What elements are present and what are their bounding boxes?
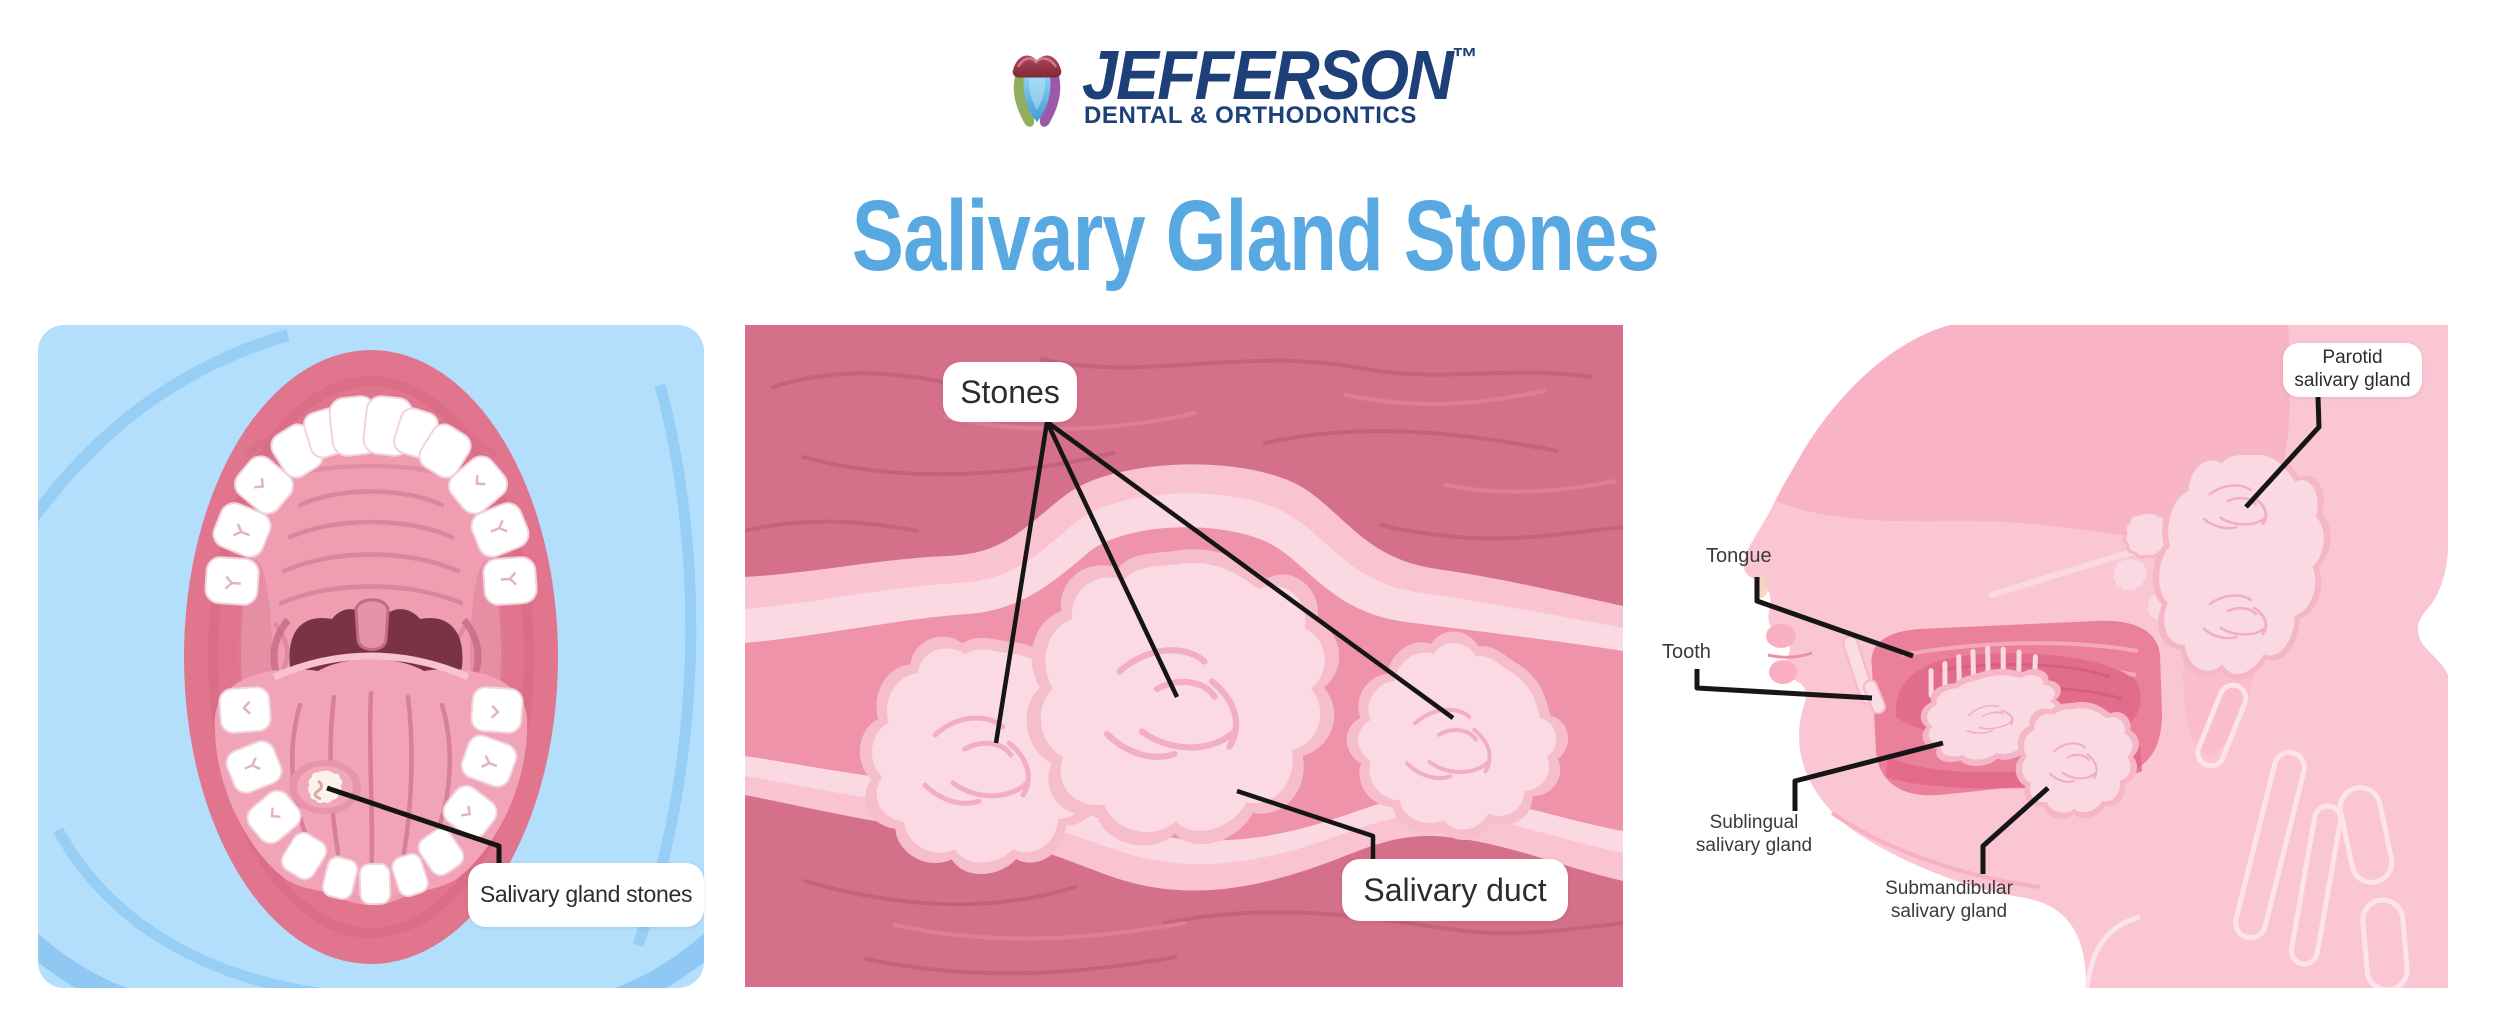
brand-name: JEFFERSON xyxy=(1082,36,1454,114)
tooth-logo-icon xyxy=(1012,55,1062,127)
panel-head-view: Parotid salivary gland Tongue Tooth Subl… xyxy=(1640,325,2511,988)
brand-trademark: ™ xyxy=(1452,42,1478,72)
sublingual-gland xyxy=(1911,645,2073,777)
brand-tagline: DENTAL & ORTHODONTICS xyxy=(1084,102,1418,129)
lower-teeth xyxy=(218,686,524,906)
panel-duct-view: Stones Salivary duct xyxy=(745,325,1623,988)
callout-parotid-gland: Parotid salivary gland xyxy=(2283,343,2422,397)
callout-salivary-gland-stones: Salivary gland stones xyxy=(468,863,704,927)
throat-structures xyxy=(2084,682,2410,988)
label-sublingual-gland: Sublingual salivary gland xyxy=(1695,812,1813,857)
pointer-lines xyxy=(1694,396,2322,874)
pointer-line-stone xyxy=(326,785,502,867)
label-tooth: Tooth xyxy=(1662,641,1711,663)
head-profile-illustration xyxy=(1694,325,2448,988)
panel-mouth-view: Salivary gland stones xyxy=(38,325,704,988)
uvula xyxy=(354,598,390,651)
upper-teeth xyxy=(204,395,538,606)
salivary-stone xyxy=(289,760,361,814)
callout-salivary-duct: Salivary duct xyxy=(1342,859,1568,921)
tissue-texture xyxy=(745,357,1623,976)
open-mouth-illustration xyxy=(38,325,704,988)
label-tongue: Tongue xyxy=(1706,545,1772,567)
callout-stones: Stones xyxy=(943,362,1077,422)
page-title: Salivary Gland Stones xyxy=(851,180,1660,292)
hair-shading xyxy=(1776,325,2290,541)
mouth xyxy=(184,350,558,964)
label-submandibular-gland: Submandibular salivary gland xyxy=(1885,878,2013,923)
parotid-gland xyxy=(1989,436,2342,692)
salivary-duct-illustration xyxy=(745,325,1623,987)
pointer-lines xyxy=(993,420,1455,860)
tooth-profile xyxy=(1842,635,1887,715)
